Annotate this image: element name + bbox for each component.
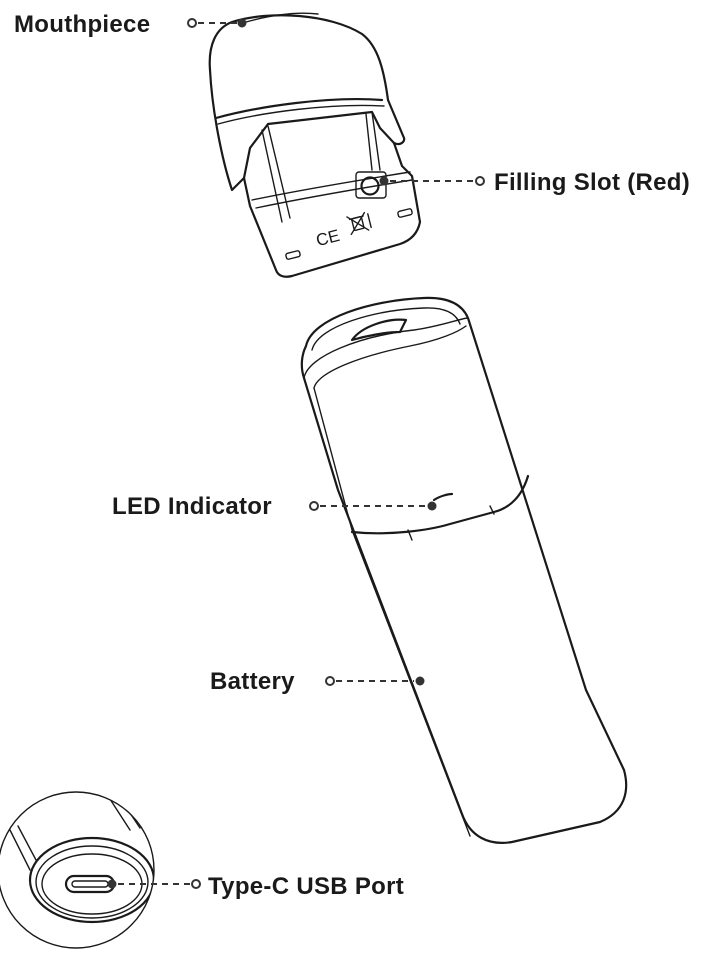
usb-port-label: Type-C USB Port: [208, 873, 404, 900]
callout-usb-port: Type-C USB Port: [107, 873, 404, 900]
filling-slot-label: Filling Slot (Red): [494, 169, 690, 196]
led-indicator-label: LED Indicator: [112, 493, 272, 520]
callout-mouthpiece: Mouthpiece: [14, 11, 247, 38]
battery-label: Battery: [210, 668, 295, 695]
ce-mark: CE: [314, 226, 342, 250]
callout-led-indicator: LED Indicator: [112, 493, 437, 520]
led-slit-icon: [432, 492, 454, 502]
callout-filling-slot: Filling Slot (Red): [379, 169, 690, 196]
mouthpiece-label: Mouthpiece: [14, 11, 150, 38]
usb-c-port-icon: [64, 874, 116, 894]
pod-cartridge: CE: [208, 12, 422, 278]
battery-body: [300, 296, 628, 844]
usb-port-zoom-view: [0, 791, 155, 949]
callout-battery: Battery: [210, 668, 425, 695]
crossed-bin-icon: [346, 211, 372, 236]
